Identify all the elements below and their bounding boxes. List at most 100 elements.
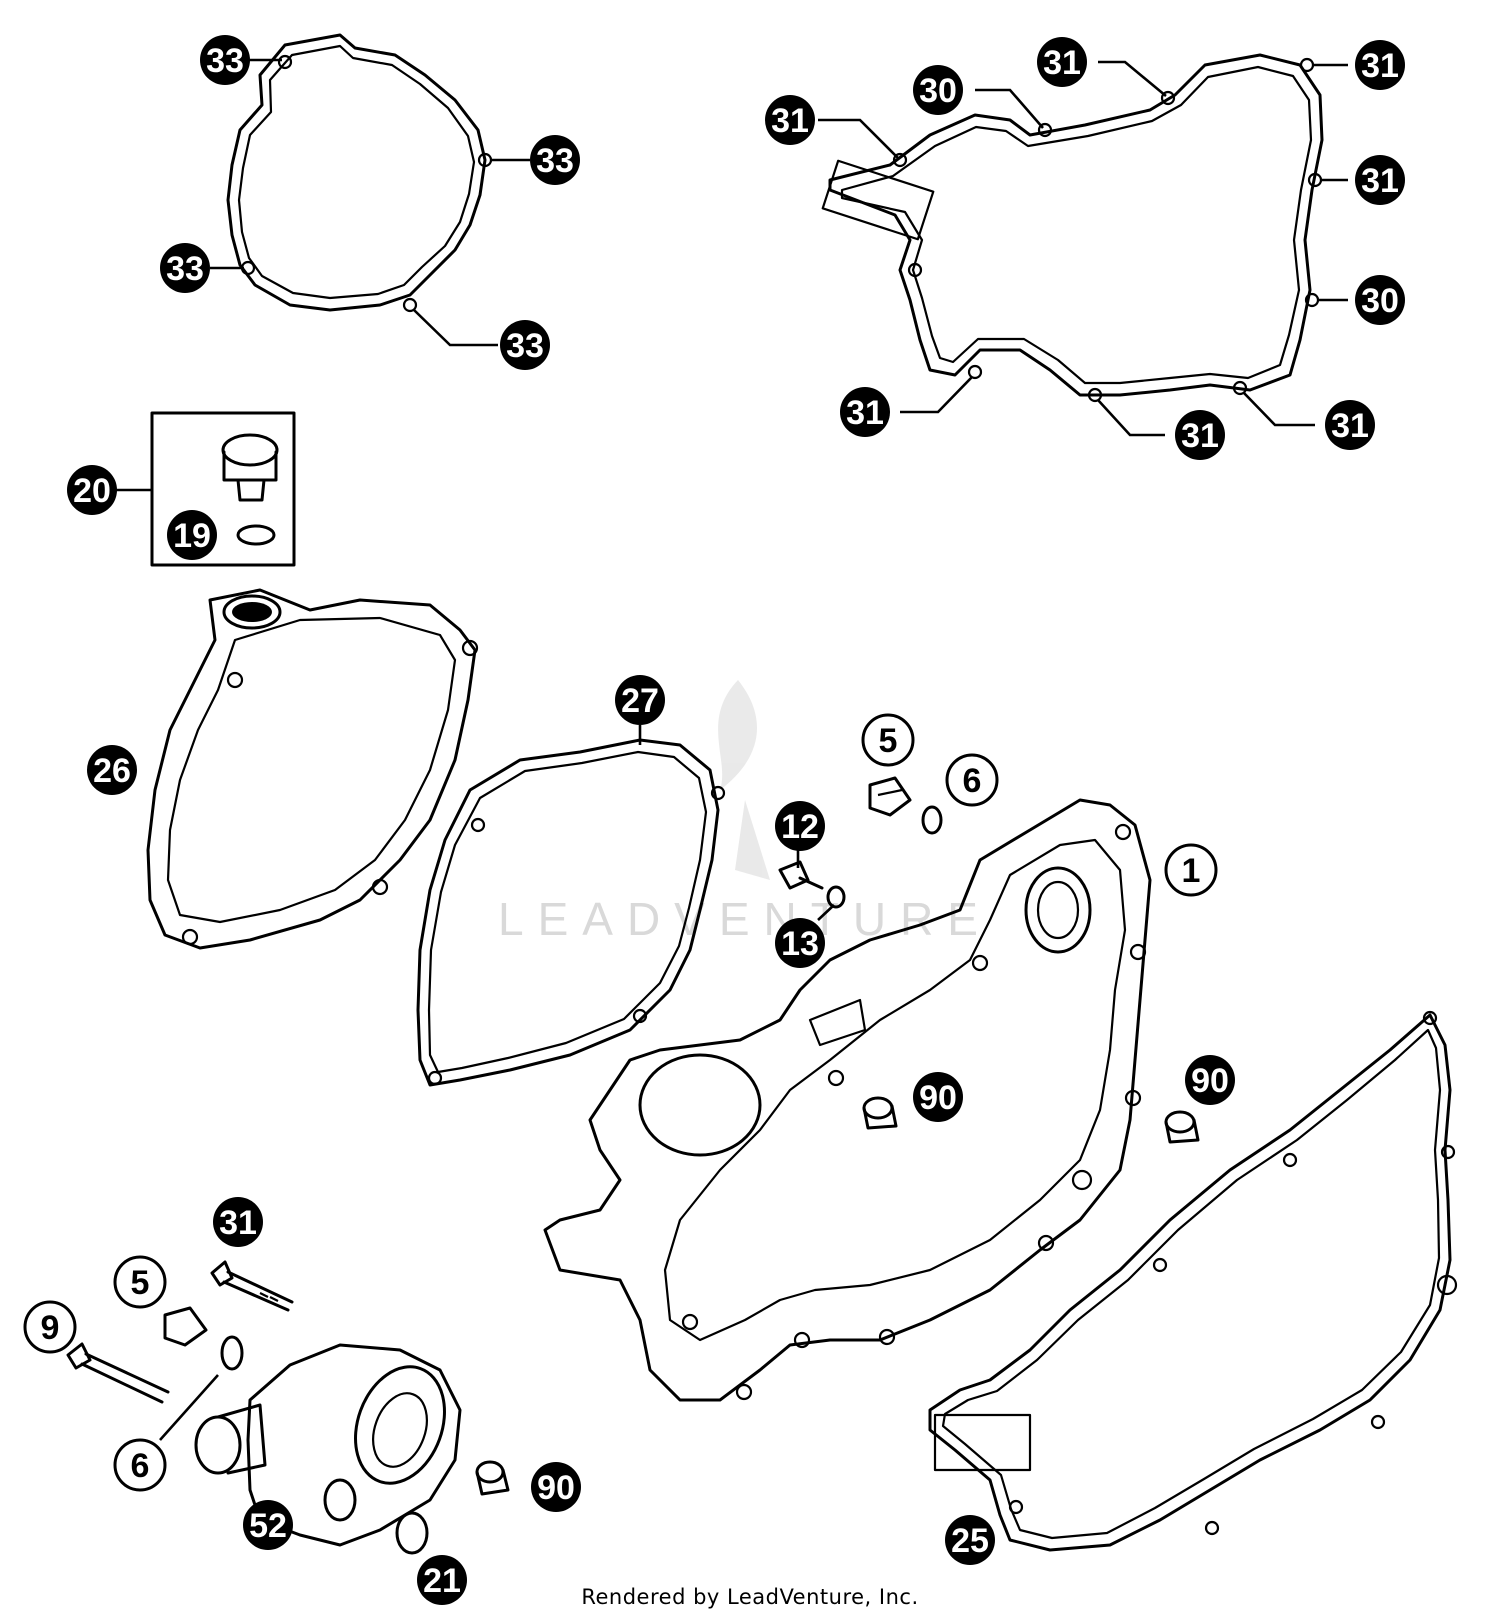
callout-26: 26 [87,745,137,795]
o-ring-21 [395,1511,429,1555]
callout-12: 12 [775,801,825,851]
callout-label: 25 [951,1522,989,1560]
callout-label: 33 [166,250,204,288]
callout-31: 31 [1355,40,1405,90]
callout-label: 6 [963,762,982,800]
bolt-9 [66,1342,170,1404]
callout-circle [1355,40,1405,90]
callout-label: 21 [423,1562,461,1600]
ignition-cover-gasket [226,33,493,313]
callout-label: 31 [1043,44,1081,82]
callout-circle [167,510,217,560]
callout-circle [1164,843,1218,897]
callout-circle [213,1197,263,1247]
callout-label: 30 [919,72,957,110]
callout-label: 33 [536,142,574,180]
dowel-pin-90-b [1164,1110,1200,1144]
callout-label: 27 [621,682,659,720]
callout-circle [243,1500,293,1550]
callout-circle [775,918,825,968]
callout-circle [67,465,117,515]
callout-circle [417,1555,467,1605]
callout-label: 52 [249,1507,287,1545]
callout-label: 90 [537,1469,575,1507]
seal-ring-6-bottom [220,1335,244,1371]
ignition-cover [146,588,479,950]
callout-31: 31 [1175,410,1225,460]
callout-label: 31 [1361,162,1399,200]
water-pump-cover-52 [194,1343,462,1547]
callout-circle [861,713,915,767]
callout-label: 19 [173,517,211,555]
callout-1: 1 [1164,843,1218,897]
callout-circle [500,320,550,370]
dowel-pin-90-a [862,1096,898,1130]
callout-21: 21 [417,1555,467,1605]
callout-label: 31 [219,1204,257,1242]
clutch-cover-gasket-25 [928,1010,1458,1552]
callout-circle [1355,275,1405,325]
callout-circle [945,753,999,807]
callout-circle [87,745,137,795]
callout-25: 25 [945,1515,995,1565]
callout-label: 12 [781,808,819,846]
callout-circle [1185,1055,1235,1105]
callout-circle [113,1255,167,1309]
callout-circle [1355,155,1405,205]
callout-label: 90 [1191,1062,1229,1100]
callout-circle [531,1462,581,1512]
callout-circle [113,1438,167,1492]
callout-90: 90 [913,1072,963,1122]
callout-6: 6 [945,753,999,807]
callout-31: 31 [1355,155,1405,205]
ignition-cover-gasket-27 [416,738,726,1087]
callout-33: 33 [500,320,550,370]
callout-circle [913,65,963,115]
callout-31: 31 [1325,400,1375,450]
callout-label: 31 [771,102,809,140]
callout-33: 33 [200,35,250,85]
screw-12 [778,860,824,890]
callout-label: 31 [1361,47,1399,85]
callout-label: 33 [506,327,544,365]
callout-circle [23,1300,77,1354]
bolt-31 [210,1260,294,1312]
callout-6: 6 [113,1438,167,1492]
dowel-pin-90-c [475,1460,510,1496]
callout-circle [160,243,210,293]
watermark-text: LEADVENTURE [498,893,992,945]
callout-circle [1325,400,1375,450]
callout-label: 31 [846,394,884,432]
drain-plug-5 [868,776,912,817]
seal-ring-6 [921,805,943,835]
callout-label: 1 [1182,852,1201,890]
callout-label: 13 [781,925,819,963]
callout-label: 31 [1331,407,1369,445]
callout-label: 31 [1181,417,1219,455]
callout-5: 5 [861,713,915,767]
callout-31: 31 [765,95,815,145]
callout-30: 30 [1355,275,1405,325]
callout-circle [945,1515,995,1565]
callout-13: 13 [775,918,825,968]
callout-19: 19 [167,510,217,560]
callout-31: 31 [1037,37,1087,87]
clutch-cover [543,798,1152,1402]
callout-33: 33 [530,135,580,185]
callout-label: 20 [73,472,111,510]
callout-circle [840,387,890,437]
callout-31: 31 [213,1197,263,1247]
callout-90: 90 [531,1462,581,1512]
callout-52: 52 [243,1500,293,1550]
callout-label: 33 [206,42,244,80]
callout-27: 27 [615,675,665,725]
callout-label: 5 [879,722,898,760]
callout-circle [200,35,250,85]
callout-label: 9 [41,1309,60,1347]
callout-label: 5 [131,1264,150,1302]
callout-circle [530,135,580,185]
callout-90: 90 [1185,1055,1235,1105]
callout-label: 6 [131,1447,150,1485]
